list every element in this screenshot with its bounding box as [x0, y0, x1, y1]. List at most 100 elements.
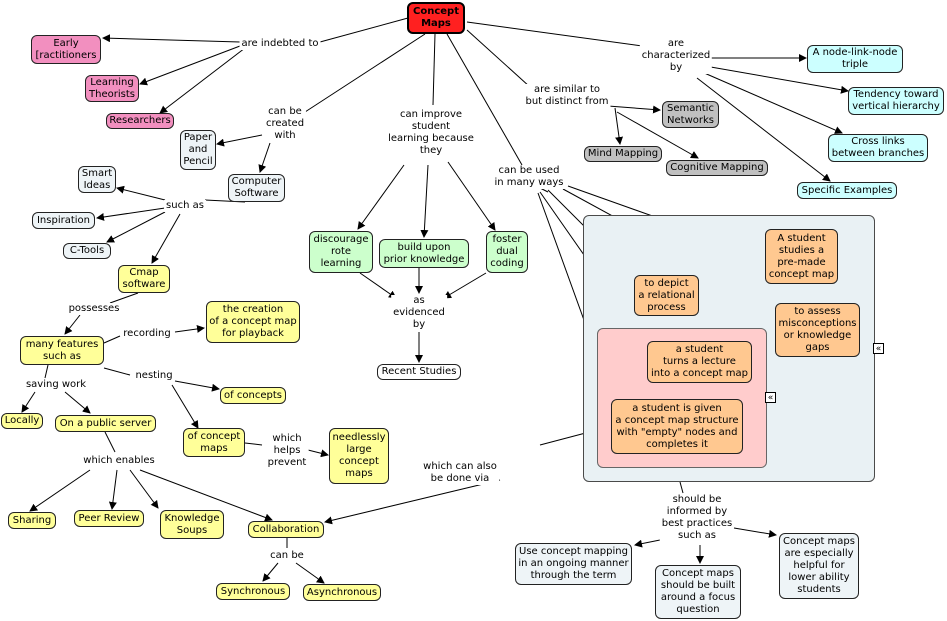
connector-line [106, 211, 166, 243]
node-smart-ideas[interactable]: Smart Ideas [78, 166, 116, 193]
node-many-features[interactable]: many features such as [20, 336, 104, 365]
node-vertical-hierarchy[interactable]: Tendency toward vertical hierarchy [848, 87, 944, 115]
node-collaboration[interactable]: Collaboration [248, 521, 324, 538]
connector-line [104, 431, 116, 453]
connector-line [216, 134, 263, 147]
node-asynchronous[interactable]: Asynchronous [303, 584, 381, 601]
link-possesses[interactable]: possesses [66, 303, 122, 315]
connector-line [244, 442, 263, 446]
node-cmap-software[interactable]: Cmap software [118, 265, 170, 293]
link-saving-work[interactable]: saving work [23, 379, 89, 391]
node-ongoing-manner[interactable]: Use concept mapping in an ongoing manner… [515, 543, 632, 585]
connector-line [307, 449, 329, 458]
node-node-link-node[interactable]: A node-link-node triple [807, 45, 903, 73]
node-mind-mapping[interactable]: Mind Mapping [584, 146, 662, 162]
link-such-as[interactable]: such as [164, 200, 206, 212]
node-lower-ability[interactable]: Concept maps are especially helpful for … [779, 533, 859, 599]
link-nesting[interactable]: nesting [133, 370, 175, 382]
node-specific-examples[interactable]: Specific Examples [797, 182, 897, 199]
connector-line [614, 107, 623, 145]
link-which-enables[interactable]: which enables [81, 455, 157, 467]
node-discourage-rote[interactable]: discourage rote learning [309, 231, 373, 273]
connector-line [44, 364, 49, 379]
collapse-icon[interactable]: « [873, 343, 884, 354]
connector-line [29, 469, 91, 512]
connector-line [359, 272, 397, 299]
node-of-concept-maps[interactable]: of concept maps [183, 428, 245, 457]
connector-line [258, 142, 271, 173]
connector-line [174, 380, 220, 392]
connector-line [139, 469, 273, 522]
connector-line [171, 384, 199, 429]
node-focus-question[interactable]: Concept maps should be built around a fo… [655, 565, 741, 619]
node-c-tools[interactable]: C-Tools [63, 243, 111, 259]
connector-line [139, 45, 241, 86]
connector-line [447, 161, 496, 231]
node-learning-theorists[interactable]: Learning Theorists [85, 75, 139, 102]
connector-line [103, 335, 121, 344]
node-inspiration[interactable]: Inspiration [32, 212, 95, 229]
node-empty-nodes[interactable]: a student is given a concept map structu… [611, 399, 743, 454]
node-early-practitioners[interactable]: Early [ractitioners [31, 35, 101, 64]
connector-line [102, 34, 241, 43]
node-cross-links[interactable]: Cross links between branches [828, 134, 928, 162]
connector-line [704, 65, 849, 94]
node-needlessly-large[interactable]: needlessly large concept maps [329, 428, 389, 484]
link-are-characterized-by[interactable]: are characterized by [639, 38, 713, 74]
connector-line [616, 111, 699, 159]
connector-line [21, 391, 36, 413]
node-researchers[interactable]: Researchers [106, 113, 174, 129]
connector-line [357, 164, 405, 230]
node-lecture-to-map[interactable]: a student turns a lecture into a concept… [647, 341, 752, 383]
connector-line [466, 29, 531, 88]
link-should-be-informed[interactable]: should be informed by best practices suc… [659, 494, 735, 542]
connector-line [701, 71, 843, 134]
node-peer-review[interactable]: Peer Review [74, 510, 144, 527]
connector-line [634, 539, 661, 548]
node-foster-dual[interactable]: foster dual coding [486, 231, 528, 273]
node-semantic-networks[interactable]: Semantic Networks [662, 101, 719, 128]
node-creation-playback[interactable]: the creation of a concept map for playba… [206, 301, 300, 343]
connector-line [96, 207, 166, 221]
node-locally[interactable]: Locally [1, 413, 43, 429]
connector-line [108, 469, 118, 510]
node-depict-relational[interactable]: to depict a relational process [634, 275, 699, 316]
node-paper-pencil[interactable]: Paper and Pencil [180, 130, 216, 170]
link-are-indebted-to[interactable]: are indebted to [239, 38, 321, 50]
connector-line [432, 33, 436, 106]
connector-line [679, 481, 684, 494]
link-which-can-also[interactable]: which can also be done via [421, 461, 499, 485]
link-can-be-used[interactable]: can be used in many ways [492, 165, 566, 189]
connector-line [443, 272, 487, 299]
node-concept-maps[interactable]: Concept Maps [407, 2, 465, 34]
node-public-server[interactable]: On a public server [55, 415, 156, 432]
link-can-be[interactable]: can be [268, 550, 306, 562]
link-as-evidenced-by[interactable]: as evidenced by [391, 295, 447, 331]
link-recording[interactable]: recording [121, 328, 173, 340]
connector-line [607, 105, 661, 114]
node-knowledge-soups[interactable]: Knowledge Soups [160, 510, 224, 539]
link-can-be-created-with[interactable]: can be created with [263, 106, 307, 142]
node-synchronous[interactable]: Synchronous [216, 583, 290, 600]
connector-line [420, 164, 429, 238]
collapse-icon[interactable]: « [765, 392, 776, 403]
connector-line [466, 21, 651, 48]
connector-line [159, 47, 246, 114]
link-which-helps-prevent[interactable]: which helps prevent [265, 433, 309, 469]
node-computer-software[interactable]: Computer Software [228, 174, 285, 202]
node-student-studies[interactable]: A student studies a pre-made concept map [765, 229, 838, 284]
connector-line [319, 17, 409, 43]
node-recent-studies[interactable]: Recent Studies [377, 364, 461, 380]
node-sharing[interactable]: Sharing [8, 512, 56, 529]
connector-line [696, 77, 831, 182]
node-assess-misconceptions[interactable]: to assess misconceptions or knowledge ga… [775, 303, 860, 357]
link-can-improve[interactable]: can improve student learning because the… [386, 109, 476, 157]
link-are-similar-to[interactable]: are similar to but distinct from [523, 84, 611, 108]
connector-line [304, 33, 426, 113]
node-build-upon[interactable]: build upon prior knowledge [379, 239, 469, 268]
connector-line [446, 33, 523, 166]
node-cognitive-mapping[interactable]: Cognitive Mapping [666, 160, 768, 176]
node-of-concepts[interactable]: of concepts [220, 387, 286, 404]
connector-line [103, 367, 131, 376]
connector-line [64, 391, 91, 414]
